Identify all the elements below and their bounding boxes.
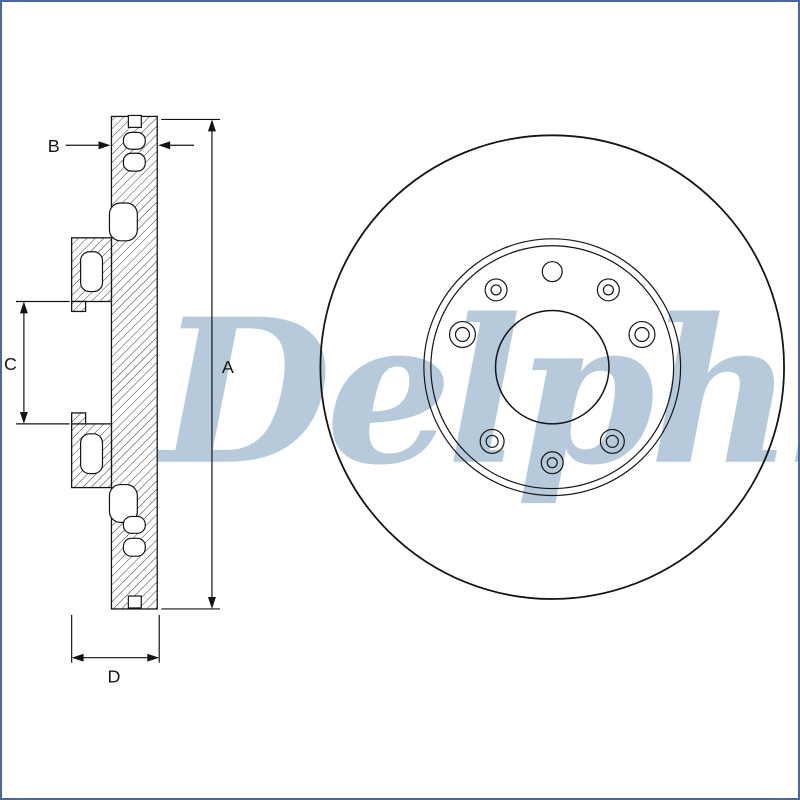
dimension-b: B [48, 136, 195, 156]
bolt-hole-upper-left [484, 278, 508, 302]
bolt-hole-inner-left [454, 326, 471, 343]
rim-vent-notch-bottom [127, 595, 142, 609]
bolt-hole-upper-right [596, 278, 620, 302]
disc-ring-section [110, 115, 158, 610]
section-cutouts [80, 114, 146, 609]
dimension-d-label: D [107, 667, 120, 687]
vent-slot-top-1 [122, 131, 146, 150]
bolt-hole-lower-left [479, 428, 505, 454]
bolt-hole-section-bottom [80, 433, 104, 475]
hub-inner-circle [430, 245, 675, 490]
bolt-hole-inner-lower-left [485, 434, 499, 448]
arrowhead-left [71, 653, 84, 662]
dimension-annotations: A B C [4, 118, 234, 687]
bolt-hole-top [541, 261, 563, 283]
vent-slot-bottom-1 [122, 515, 146, 534]
bolt-hole-inner-upper-left [490, 284, 502, 296]
disc-outer-edge [319, 134, 785, 600]
brand-watermark: Delphi [154, 275, 798, 509]
arrowhead-up [19, 301, 28, 314]
vent-inlet-top [108, 202, 138, 242]
arrowhead-left [158, 141, 171, 150]
bolt-hole-left [448, 320, 477, 349]
dimension-c: C [4, 300, 70, 425]
bolt-hole-lower-right [599, 428, 625, 454]
bolt-hole-right [628, 320, 656, 349]
arrowhead-down [207, 597, 216, 609]
dimension-c-label: C [4, 354, 17, 374]
bolt-hole-bottom [540, 451, 564, 475]
bolt-hole-section-top [80, 251, 104, 293]
arrowhead-down [19, 411, 28, 424]
arrowhead-up [207, 119, 216, 132]
hub-outer-circle [423, 238, 682, 497]
section-view [71, 114, 158, 610]
hub-pilot-step-bottom [71, 412, 87, 425]
rim-vent-notch-top [127, 114, 142, 128]
hub-pilot-step-top [71, 300, 87, 313]
dimension-b-label: B [48, 136, 60, 156]
center-bore [494, 309, 610, 425]
dimension-a: A [161, 118, 234, 610]
arrowhead-right [147, 653, 160, 662]
bolt-hole-inner-upper-right [602, 284, 614, 296]
bolt-hole-inner-lower-right [605, 434, 619, 448]
bolt-hole-inner-bottom [546, 457, 558, 469]
front-view [319, 134, 785, 600]
vent-slot-bottom-2 [122, 537, 146, 557]
arrowhead-right [98, 141, 111, 150]
vent-slot-top-2 [122, 152, 146, 172]
dimension-a-label: A [222, 357, 234, 377]
bolt-hole-inner-right [634, 326, 650, 343]
dimension-d: D [71, 614, 160, 687]
